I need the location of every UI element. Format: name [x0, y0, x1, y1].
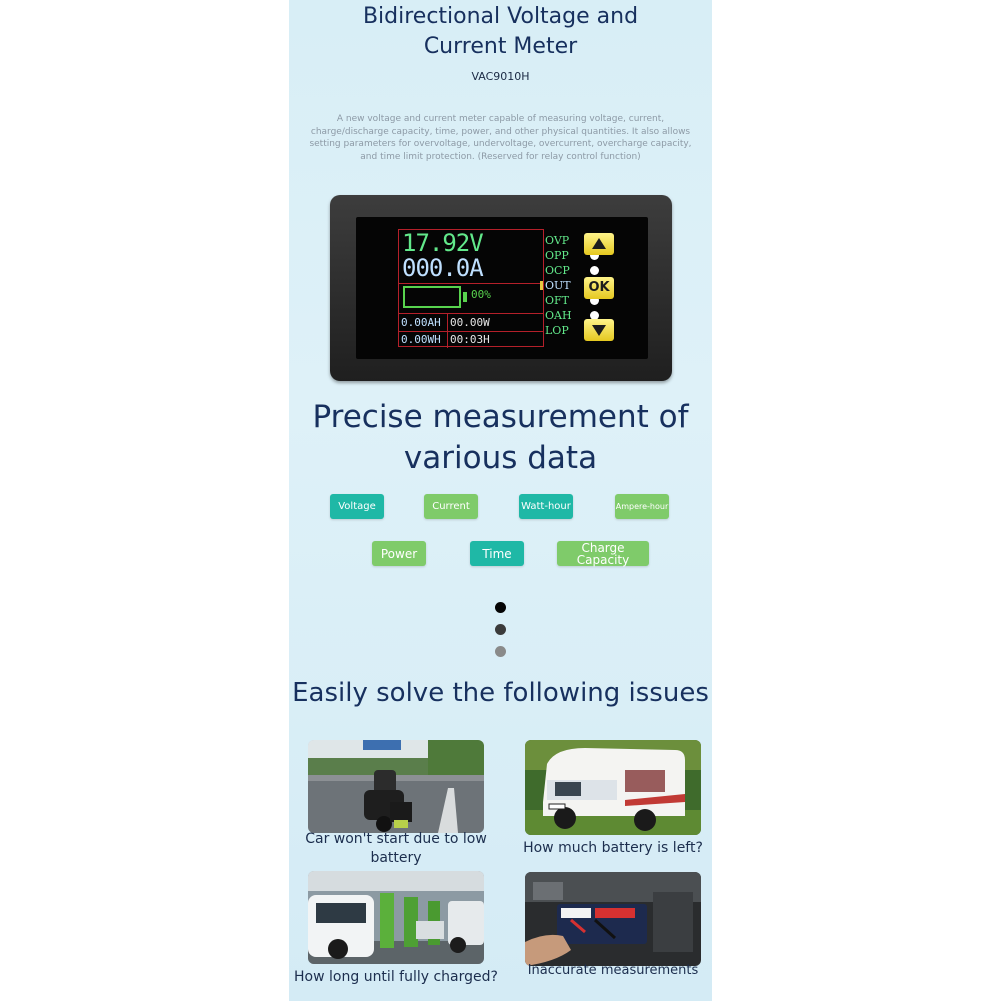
status-label: OUT: [545, 279, 571, 292]
meter-down-button: [584, 319, 614, 341]
cursor-mark-icon: [540, 281, 543, 290]
product-panel: Bidirectional Voltage and Current Meter …: [289, 0, 712, 1001]
lcd-watt-hours: 0.00WH: [401, 333, 441, 346]
meter-screen-bezel: 17.92V 000.0A 00% 0.00AH 00.00W 0.00WH 0…: [356, 217, 648, 359]
lcd-watts: 00.00W: [450, 316, 490, 329]
product-title-line1: Bidirectional Voltage and: [362, 4, 639, 29]
lcd-battery-percent: 00%: [471, 288, 491, 301]
battery-cap-icon: [463, 292, 467, 302]
meter-device-image: 17.92V 000.0A 00% 0.00AH 00.00W 0.00WH 0…: [330, 195, 672, 381]
product-title-line2: Current Meter: [423, 34, 578, 59]
issues-heading: Easily solve the following issues: [292, 678, 709, 708]
status-dot-icon: [590, 266, 599, 275]
battery-measurement-photo-image: [525, 872, 701, 966]
meter-up-button: [584, 233, 614, 255]
measurement-heading-line1: Precise measurement of: [312, 399, 689, 435]
pagination-dot[interactable]: [495, 624, 506, 635]
photo-battery-measurement: [525, 872, 701, 966]
status-dot-icon: [590, 251, 599, 260]
tag-charge-capacity: Charge Capacity: [557, 541, 649, 566]
lcd-divider: [399, 283, 543, 284]
caption-inaccurate-measurements: Inaccurate measurements: [527, 963, 699, 978]
battery-icon: [403, 286, 461, 308]
meter-ok-button: OK: [584, 277, 614, 299]
status-oft: OFT: [545, 293, 601, 308]
lcd-time: 00:03H: [450, 333, 490, 346]
lcd-current-readout: 000.0A: [402, 254, 484, 282]
photo-ev-charging: [308, 871, 484, 964]
lcd-display: 17.92V 000.0A 00% 0.00AH 00.00W 0.00WH 0…: [398, 229, 544, 348]
lcd-divider: [399, 313, 543, 314]
caption-battery-left: How much battery is left?: [523, 840, 703, 856]
lcd-status-list: OVP OPP OCP OUT OFT OAH LOP: [540, 229, 601, 347]
status-ocp: OCP: [545, 263, 601, 278]
tag-time: Time: [470, 541, 524, 566]
status-label: OVP: [545, 234, 570, 247]
photo-rv-battery: [525, 740, 701, 835]
product-title: Bidirectional Voltage and Current Meter: [289, 2, 712, 62]
status-oah: OAH: [545, 308, 601, 323]
photo-motorbike-battery: [308, 740, 484, 833]
product-description: A new voltage and current meter capable …: [309, 114, 692, 162]
status-label: OFT: [545, 294, 569, 307]
status-dot-icon: [590, 311, 599, 320]
status-dot-icon: [590, 296, 599, 305]
status-label: OAH: [545, 309, 572, 322]
status-opp: OPP: [545, 248, 601, 263]
model-number: VAC9010H: [471, 70, 530, 83]
caption-full-charge-time: How long until fully charged?: [294, 969, 498, 985]
arrow-down-icon: [592, 325, 606, 336]
pagination-dot[interactable]: [495, 646, 506, 657]
tag-ampere-hour: Ampere-hour: [615, 494, 669, 519]
ev-charging-photo-image: [308, 871, 484, 964]
lcd-amp-hours: 0.00AH: [401, 316, 441, 329]
lcd-voltage-readout: 17.92V: [402, 229, 484, 257]
motorbike-photo-image: [308, 740, 484, 833]
arrow-up-icon: [592, 238, 606, 249]
pagination-dot-active[interactable]: [495, 602, 506, 613]
status-label: LOP: [545, 324, 569, 337]
tag-voltage: Voltage: [330, 494, 384, 519]
lcd-divider: [399, 331, 543, 332]
caption-low-battery: Car won't start due to low battery: [305, 831, 487, 866]
rv-photo-image: [525, 740, 701, 835]
tag-current: Current: [424, 494, 478, 519]
status-label: OCP: [545, 264, 570, 277]
measurement-heading: Precise measurement of various data: [289, 397, 712, 479]
tag-watt-hour: Watt-hour: [519, 494, 573, 519]
tag-power: Power: [372, 541, 426, 566]
measurement-heading-line2: various data: [403, 440, 598, 476]
status-label: OPP: [545, 249, 569, 262]
